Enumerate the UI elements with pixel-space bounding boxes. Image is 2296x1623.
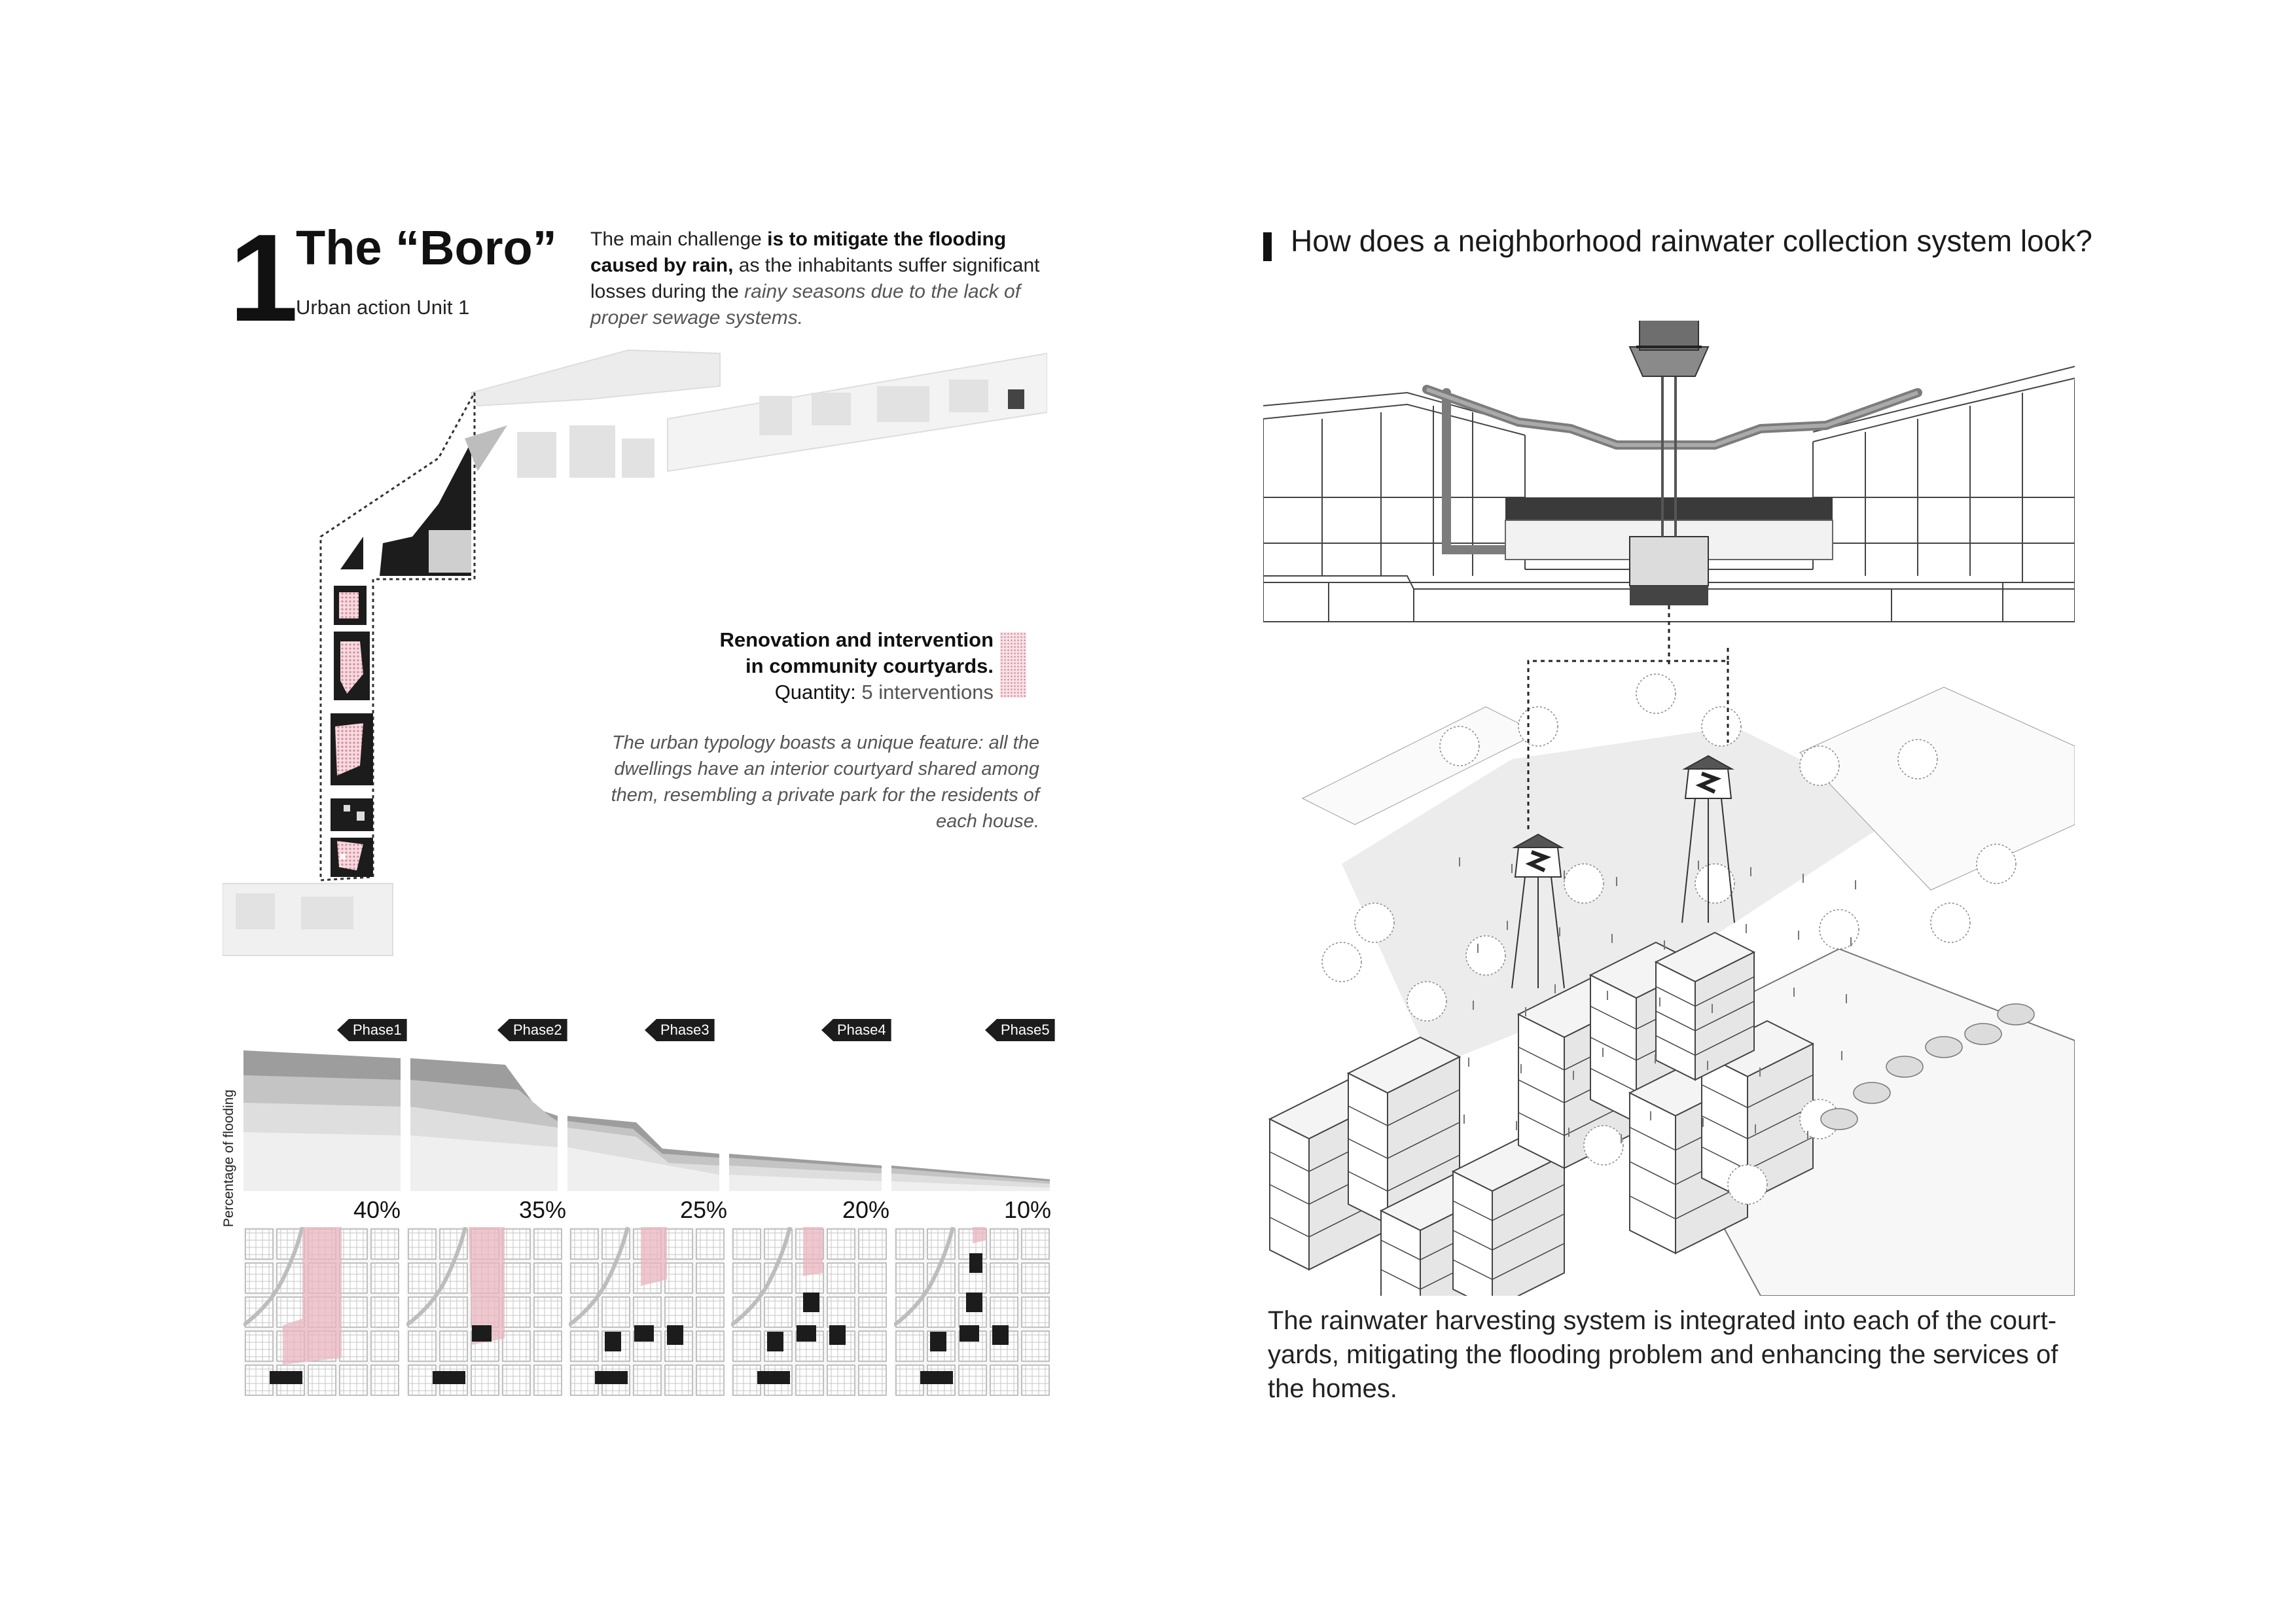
intro-text-3: as the inhabitants suffer signi­ficant l… [590, 255, 1040, 302]
rainwater-caption: The rainwater harvesting system is integ… [1268, 1306, 2058, 1403]
phase-map-4 [731, 1227, 887, 1396]
quantity-label: Quantity: [774, 681, 856, 704]
quantity-value: 5 interventions [861, 681, 994, 704]
phase-tag-1: Phase1 [337, 1019, 407, 1041]
phase-5-percent: 10% [1003, 1196, 1051, 1223]
flooding-area-graph [243, 1050, 1050, 1191]
unit-number: 1 [229, 209, 298, 348]
phase-map-5 [894, 1227, 1050, 1396]
legend-line-2: in community courtyards. [745, 654, 994, 677]
intro-text-italic: rainy seasons due to the lack of proper … [590, 281, 1021, 329]
legend-quantity: Quantity: 5 interventions [775, 681, 994, 704]
intro-paragraph: The main challenge is to mitigate the fl… [590, 226, 1049, 331]
rainwater-section-drawing [1263, 321, 2075, 668]
question-marker [1263, 232, 1272, 261]
page-title: The “Boro” [296, 221, 557, 275]
section-question: How does a neighborhood rainwater collec… [1291, 224, 2092, 258]
phase-3-percent: 25% [679, 1196, 727, 1223]
phase-2-percent: 35% [518, 1196, 566, 1223]
phase-4-percent: 20% [842, 1196, 889, 1223]
intro-text-1: The main challenge [590, 228, 768, 250]
phase-tag-4: Phase4 [821, 1019, 891, 1041]
typology-note: The urban typology boasts a unique featu… [611, 732, 1039, 832]
phase-map-1 [243, 1227, 399, 1396]
page-subtitle: Urban action Unit 1 [296, 296, 470, 319]
intro-text-bold: is to mitigate the flooding caused by ra… [590, 228, 1007, 276]
legend-line-1: Renovation and intervention [719, 628, 994, 651]
phase-tag-5: Phase5 [985, 1019, 1055, 1041]
courtyard-axonometric-drawing [1268, 648, 2075, 1296]
site-plan-drawing [223, 349, 1047, 956]
legend-text: Renovation and intervention in community… [681, 627, 994, 705]
legend-swatch [1000, 632, 1026, 698]
phase-tag-2: Phase2 [497, 1019, 567, 1041]
flooding-axis-label: Percentage of flooding [221, 1089, 236, 1228]
phase-tag-3: Phase3 [645, 1019, 715, 1041]
phase-map-3 [569, 1227, 725, 1396]
phase-map-2 [406, 1227, 562, 1396]
phase-1-percent: 40% [353, 1196, 401, 1223]
